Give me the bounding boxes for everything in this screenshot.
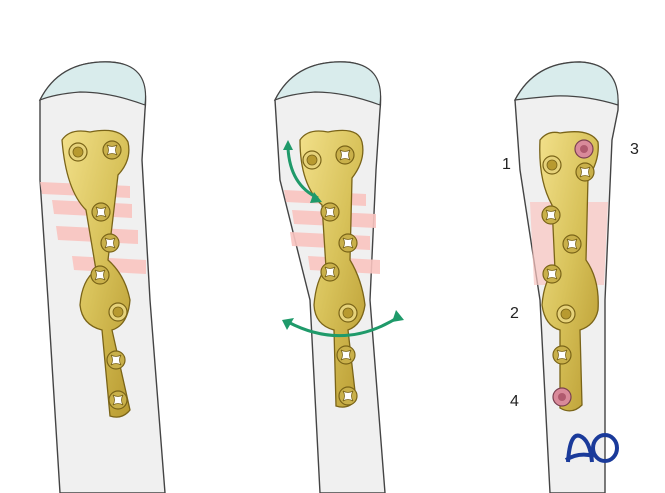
label-2: 2 [510,305,519,322]
panel-1 [38,61,166,493]
label-1: 1 [502,156,511,173]
label-3: 3 [630,141,639,158]
panel-2 [273,61,404,493]
panel-3 [513,61,619,493]
label-4: 4 [510,393,519,410]
ao-logo [564,433,619,463]
